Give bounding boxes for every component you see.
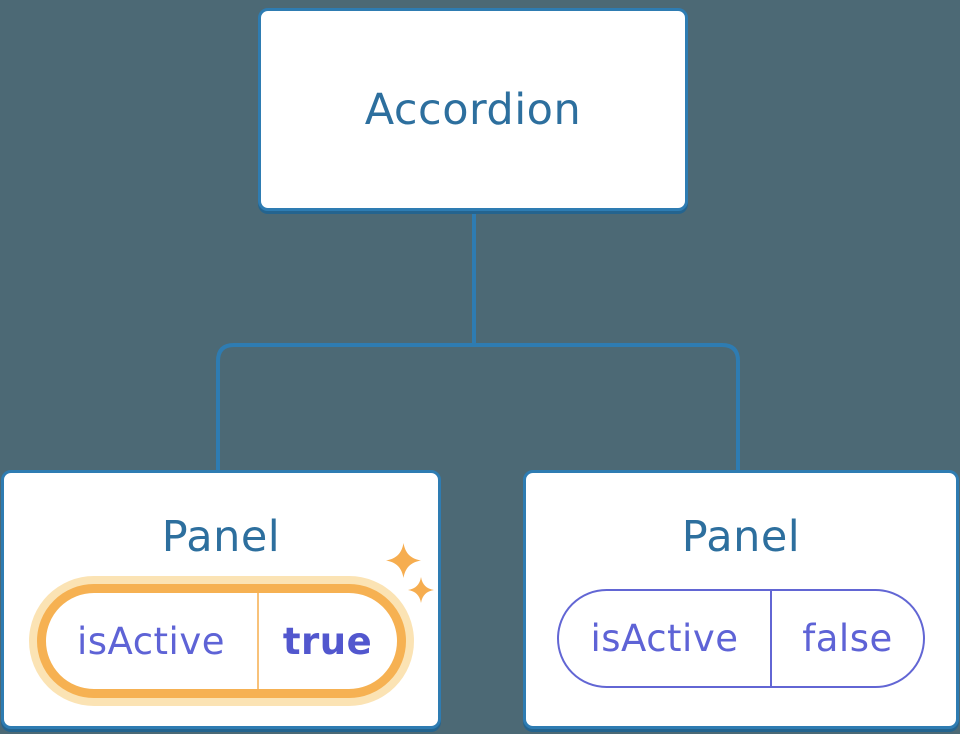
state-pill-highlight-halo: isActive true (28, 576, 414, 706)
sparkle-icon (408, 577, 434, 603)
state-value-label: true (256, 593, 397, 689)
state-prop-label: isActive (590, 617, 739, 660)
panel-node-label: Panel (681, 512, 801, 562)
panel-node-inactive: Panel isActive false (523, 470, 959, 729)
state-prop-label: isActive (76, 619, 225, 663)
panel-node-active: Panel isActive true (1, 470, 441, 729)
state-pill-inactive: isActive false (557, 589, 925, 688)
panel-node-label: Panel (161, 512, 281, 562)
connector-branch (216, 343, 740, 473)
accordion-node: Accordion (258, 8, 688, 211)
state-value-label: false (770, 591, 923, 686)
accordion-node-label: Accordion (364, 84, 582, 135)
sparkle-icon (386, 543, 421, 578)
state-pill-active: isActive true (36, 584, 406, 698)
